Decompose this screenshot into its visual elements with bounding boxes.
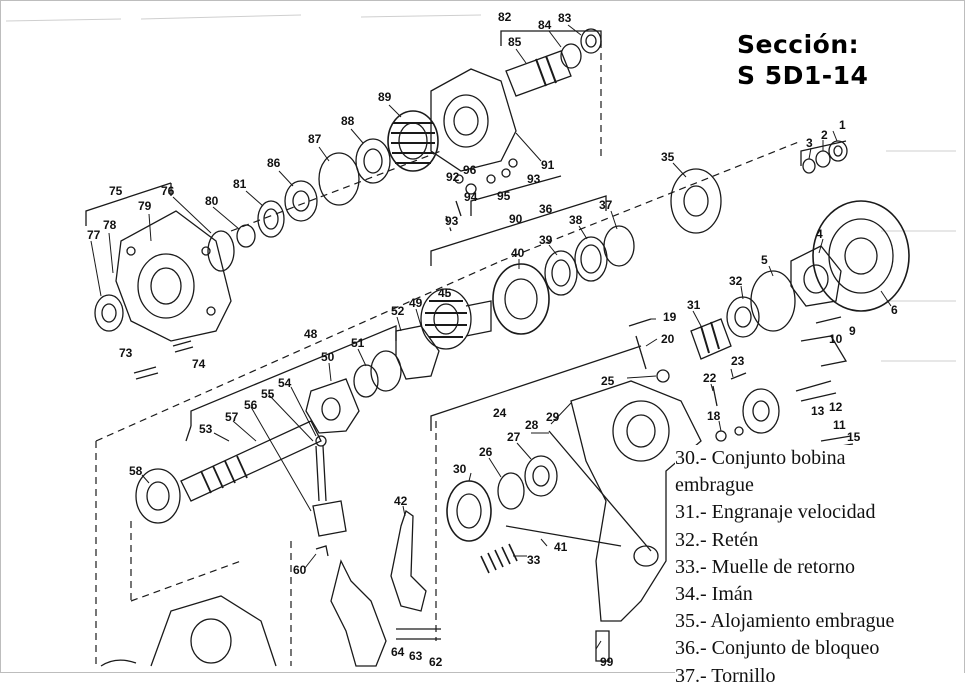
callout-62: 62 — [429, 655, 443, 669]
callout-48: 48 — [304, 327, 318, 341]
callout-10: 10 — [829, 332, 843, 346]
callout-86: 86 — [267, 156, 281, 170]
callout-30: 30 — [453, 462, 467, 476]
legend-item: 35.- Alojamiento embrague — [675, 610, 895, 633]
callout-76: 76 — [161, 184, 175, 198]
callout-41: 41 — [554, 540, 568, 554]
callout-85: 85 — [508, 35, 522, 49]
callout-5: 5 — [761, 253, 768, 267]
callout-12: 12 — [829, 400, 843, 414]
callout-58: 58 — [129, 464, 143, 478]
callout-56: 56 — [244, 398, 258, 412]
callout-23: 23 — [731, 354, 745, 368]
callout-78: 78 — [103, 218, 117, 232]
callout-4: 4 — [816, 227, 823, 241]
callout-45: 45 — [438, 286, 452, 300]
callout-19: 19 — [663, 310, 677, 324]
callout-3: 3 — [806, 136, 813, 150]
callout-28: 28 — [525, 418, 539, 432]
callout-31: 31 — [687, 298, 701, 312]
callout-33: 33 — [527, 553, 541, 567]
callout-25: 25 — [601, 374, 615, 388]
exploded-view-diagram: 1 2 3 4 5 6 9 10 11 12 13 15 18 19 20 22… — [5, 10, 956, 669]
callout-42: 42 — [394, 494, 408, 508]
callout-96: 96 — [463, 163, 477, 177]
callout-63: 63 — [409, 649, 423, 663]
legend-item: 32.- Retén — [675, 528, 759, 551]
callout-89: 89 — [378, 90, 392, 104]
callout-9: 9 — [849, 324, 856, 338]
parts-legend: 30.- Conjunto bobina embrague 31.- Engra… — [675, 445, 964, 687]
callout-27: 27 — [507, 430, 521, 444]
callout-20: 20 — [661, 332, 675, 346]
callout-92: 92 — [446, 170, 460, 184]
callout-38: 38 — [569, 213, 583, 227]
callout-74: 74 — [192, 357, 206, 371]
callout-99: 99 — [600, 655, 614, 669]
callout-50: 50 — [321, 350, 335, 364]
callout-51: 51 — [351, 336, 365, 350]
callout-88: 88 — [341, 114, 355, 128]
callout-35: 35 — [661, 150, 675, 164]
callout-81: 81 — [233, 177, 247, 191]
section-title-line-2: S 5D1-14 — [737, 61, 869, 90]
callout-82: 82 — [498, 10, 512, 24]
callout-90: 90 — [509, 212, 523, 226]
legend-item: 33.- Muelle de retorno — [675, 555, 855, 578]
callout-26: 26 — [479, 445, 493, 459]
legend-item: embrague — [675, 474, 754, 497]
callout-11: 11 — [833, 418, 846, 432]
legend-item: 34.- Imán — [675, 583, 753, 606]
section-title: Sección: S 5D1-14 — [737, 29, 868, 91]
callout-53: 53 — [199, 422, 213, 436]
callout-73: 73 — [119, 346, 133, 360]
callout-77: 77 — [87, 228, 101, 242]
callout-64: 64 — [391, 645, 405, 659]
legend-item: 30.- Conjunto bobina — [675, 447, 846, 469]
callout-83: 83 — [558, 11, 572, 25]
callout-36: 36 — [539, 202, 553, 216]
callout-52: 52 — [391, 304, 405, 318]
callout-95: 95 — [497, 189, 511, 203]
callout-22: 22 — [703, 371, 717, 385]
part-number-callouts: 1 2 3 4 5 6 9 10 11 12 13 15 18 19 20 22… — [87, 10, 898, 669]
callout-93-right: 93 — [527, 172, 541, 186]
callout-84: 84 — [538, 18, 552, 32]
callout-39: 39 — [539, 233, 553, 247]
callout-49: 49 — [409, 296, 423, 310]
callout-13: 13 — [811, 404, 825, 418]
callout-2: 2 — [821, 128, 828, 142]
legend-item: 31.- Engranaje velocidad — [675, 501, 876, 524]
callout-93-left: 93 — [445, 214, 459, 228]
callout-87: 87 — [308, 132, 322, 146]
callout-40: 40 — [511, 246, 525, 260]
section-title-line-1: Sección: — [737, 30, 860, 59]
callout-91: 91 — [541, 158, 555, 172]
callout-80: 80 — [205, 194, 219, 208]
legend-item: 36.- Conjunto de bloqueo — [675, 637, 880, 660]
callout-79: 79 — [138, 199, 152, 213]
callout-6: 6 — [891, 303, 898, 317]
legend-item-cut-off: 37.- Tornillo — [675, 664, 776, 687]
callout-1: 1 — [839, 118, 846, 132]
callout-18: 18 — [707, 409, 721, 423]
callout-57: 57 — [225, 410, 239, 424]
callout-55: 55 — [261, 387, 275, 401]
callout-75: 75 — [109, 184, 123, 198]
callout-54: 54 — [278, 376, 292, 390]
callout-94: 94 — [464, 190, 478, 204]
callout-15: 15 — [847, 430, 861, 444]
callout-32: 32 — [729, 274, 743, 288]
callout-24: 24 — [493, 406, 507, 420]
callout-37: 37 — [599, 198, 613, 212]
callout-60: 60 — [293, 563, 307, 577]
callout-29: 29 — [546, 410, 560, 424]
